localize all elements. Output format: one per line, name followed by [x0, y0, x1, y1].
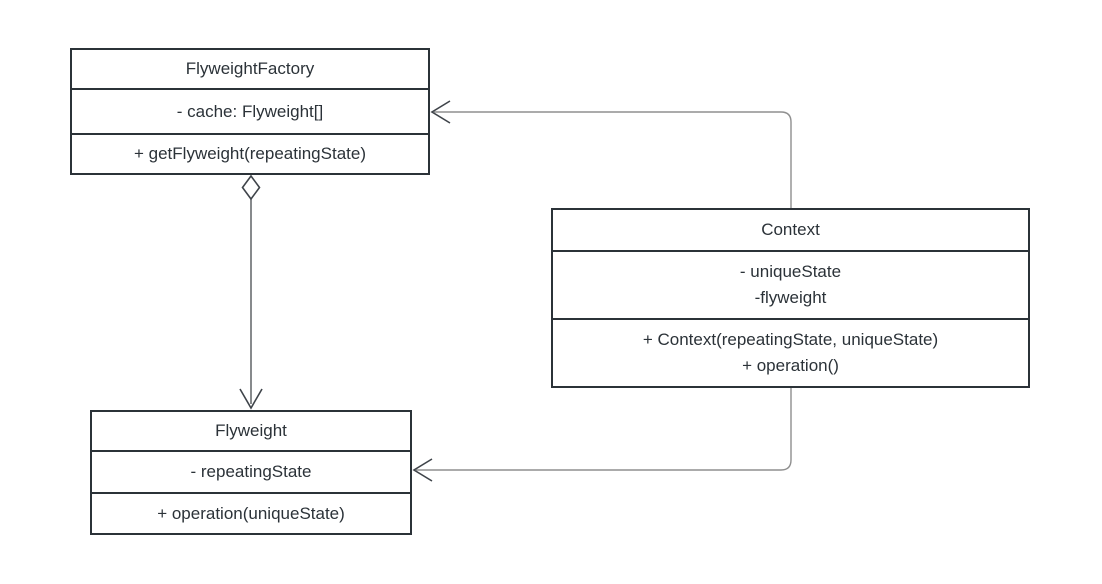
connector-line	[434, 111, 792, 208]
open-arrowhead-icon	[412, 458, 433, 482]
open-arrowhead-icon	[430, 100, 451, 124]
class-name: FlyweightFactory	[185, 59, 315, 78]
open-arrowhead-icon	[239, 388, 263, 410]
attribute-line: - uniqueState	[739, 262, 842, 281]
class-name: Flyweight	[215, 421, 287, 440]
class-title-compartment: FlyweightFactory	[72, 50, 428, 88]
attributes-compartment: - uniqueState -flyweight	[553, 250, 1028, 318]
connector-line	[416, 388, 792, 471]
attribute-line: - cache: Flyweight[]	[176, 101, 324, 121]
class-title-compartment: Flyweight	[92, 412, 410, 450]
attribute-line: -flyweight	[754, 288, 827, 307]
methods-compartment: + operation(uniqueState)	[92, 492, 410, 533]
aggregation-diamond-icon	[241, 174, 261, 201]
class-flyweightfactory: FlyweightFactory - cache: Flyweight[] + …	[70, 48, 430, 175]
class-context: Context - uniqueState -flyweight + Conte…	[551, 208, 1030, 388]
method-line: + Context(repeatingState, uniqueState)	[642, 330, 939, 349]
class-name: Context	[761, 220, 820, 239]
attribute-line: - repeatingState	[190, 462, 312, 481]
connector-flyweightfactory-to-flyweight	[239, 174, 263, 410]
methods-compartment: + Context(repeatingState, uniqueState) +…	[553, 318, 1028, 386]
class-title-compartment: Context	[553, 210, 1028, 250]
attributes-compartment: - repeatingState	[92, 450, 410, 492]
connector-context-to-flyweight	[412, 388, 792, 482]
class-flyweight: Flyweight - repeatingState + operation(u…	[90, 410, 412, 535]
method-line: + getFlyweight(repeatingState)	[134, 144, 366, 163]
attributes-compartment: - cache: Flyweight[]	[72, 88, 428, 133]
connector-context-to-flyweightfactory	[430, 100, 792, 208]
method-line: + operation(uniqueState)	[157, 503, 345, 523]
method-line: + operation()	[742, 356, 839, 375]
methods-compartment: + getFlyweight(repeatingState)	[72, 133, 428, 173]
